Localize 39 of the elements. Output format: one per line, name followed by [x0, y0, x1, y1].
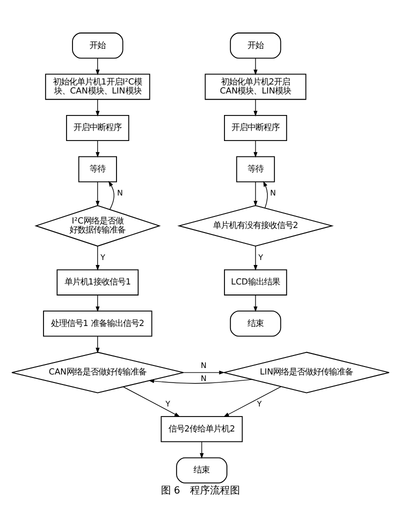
node-diamond: LIN网络是否做好传输准备 [223, 352, 390, 394]
arrow [222, 386, 282, 417]
node-box: 初始化单片机2开启CAN模块、LIN模块 [204, 74, 306, 100]
node-box: 开启中断程序 [66, 115, 129, 142]
node-box: 结束 [176, 457, 227, 484]
arrow [253, 58, 257, 76]
arrow [95, 140, 100, 158]
arrow [253, 246, 257, 271]
node-box: 等待 [78, 156, 116, 182]
arrow [95, 99, 100, 116]
arrow [182, 370, 224, 374]
arrow [95, 182, 100, 206]
node-diamond: 单片机有没有接收信号2 [176, 205, 334, 247]
node-box: 处理信号1 准备输出信号2 [42, 310, 152, 337]
arrow [253, 182, 257, 206]
arrow [253, 294, 257, 312]
node-box: 初始化单片机1开启I²C模块、CAN模块、LIN模块 [44, 74, 150, 100]
arrow [95, 336, 100, 354]
arrow [108, 180, 114, 210]
arrow [95, 246, 100, 271]
node-box: 开启中断程序 [223, 115, 287, 142]
node-box: 开始 [229, 32, 281, 59]
arrow [199, 441, 204, 459]
arrow [95, 58, 100, 76]
arrow [148, 379, 252, 384]
node-diamond: I²C网络是否做好数据传输准备 [34, 205, 160, 247]
node-box: 开始 [72, 32, 123, 59]
node-box: 等待 [236, 156, 274, 182]
node-box: LCD输出结果 [223, 269, 287, 296]
node-box: 结束 [229, 310, 281, 337]
arrow [253, 99, 257, 116]
arrow [262, 180, 268, 208]
node-box: 信号2传给单片机2 [160, 416, 242, 442]
node-diamond: CAN网络是否做好传输准备 [10, 352, 184, 394]
arrow [253, 140, 257, 158]
arrow [95, 294, 100, 312]
arrow [122, 386, 180, 417]
caption: 图 6 程序流程图 [160, 486, 240, 497]
node-box: 单片机1接收信号1 [56, 269, 138, 296]
